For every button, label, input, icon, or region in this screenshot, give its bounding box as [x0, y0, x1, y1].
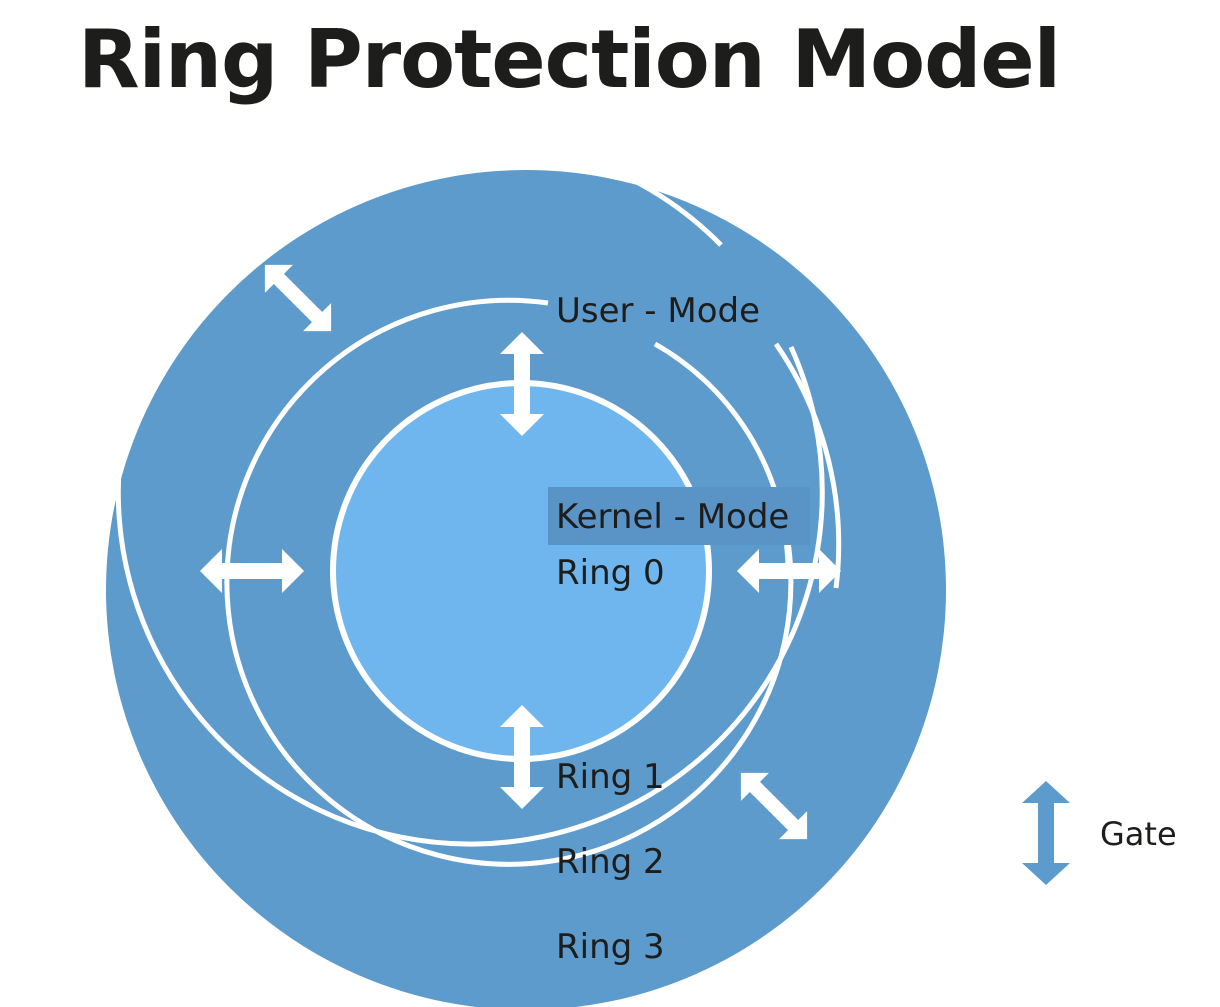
legend: Gate [1022, 781, 1177, 885]
double-arrow-icon [1022, 781, 1070, 885]
ring-2-boundary [224, 297, 794, 867]
ring-1-label: Ring 1 [556, 757, 665, 797]
ring-3-boundary [115, 137, 825, 847]
page-title: Ring Protection Model [78, 13, 1061, 106]
ring-2-label: Ring 2 [556, 842, 665, 882]
user-mode-label: User - Mode [556, 291, 760, 331]
kernel-mode-label: Kernel - Mode [556, 497, 789, 537]
ring-3-boundary-segment [773, 342, 842, 589]
ring-0-label: Ring 0 [556, 553, 665, 593]
ring-3-label: Ring 3 [556, 927, 665, 967]
kernel-mode-highlight [548, 487, 810, 545]
legend-gate-label: Gate [1100, 815, 1177, 853]
